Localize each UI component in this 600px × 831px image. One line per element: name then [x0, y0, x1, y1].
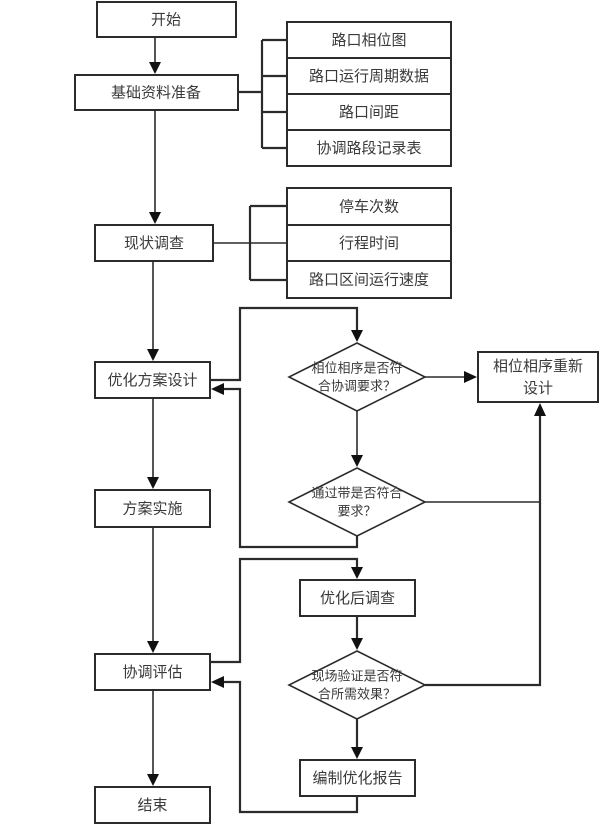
svg-text:相位相序重新: 相位相序重新 [493, 357, 583, 375]
svg-text:路口区间运行速度: 路口区间运行速度 [309, 271, 429, 289]
bracket-prepare [238, 38, 287, 150]
svg-text:协调路段记录表: 协调路段记录表 [316, 139, 421, 157]
arrow-head [351, 747, 363, 759]
node-end-label: 结束 [137, 796, 167, 814]
survey-item: 行程时间 [286, 224, 452, 262]
svg-text:编制优化报告: 编制优化报告 [312, 769, 402, 787]
arrow-head [147, 774, 159, 786]
node-implement-label: 方案实施 [122, 500, 182, 518]
prepare-item: 路口间距 [286, 93, 452, 131]
node-prepare: 基础资料准备 [74, 74, 239, 111]
bracket-survey [213, 204, 287, 282]
svg-text:路口间距: 路口间距 [339, 103, 399, 121]
arrow-head [351, 455, 363, 467]
node-redesign: 相位相序重新 设计 [477, 351, 599, 403]
svg-text:合所需效果？: 合所需效果？ [318, 688, 396, 703]
decision-band: 通过带是否符合 要求？ [287, 467, 427, 537]
node-prepare-label: 基础资料准备 [111, 84, 201, 102]
svg-text:停车次数: 停车次数 [339, 198, 399, 216]
node-survey: 现状调查 [94, 224, 214, 262]
prepare-item: 路口相位图 [286, 21, 452, 59]
node-survey-label: 现状调查 [124, 234, 184, 252]
svg-text:相位相序是否符: 相位相序是否符 [311, 361, 402, 377]
node-start-label: 开始 [151, 11, 181, 29]
node-start: 开始 [96, 1, 237, 38]
survey-item: 路口区间运行速度 [286, 260, 452, 299]
svg-text:现场验证是否符: 现场验证是否符 [311, 669, 402, 685]
node-design: 优化方案设计 [94, 361, 211, 399]
svg-text:优化后调查: 优化后调查 [320, 589, 395, 607]
prepare-items-stack: 路口相位图 路口运行周期数据 路口间距 协调路段记录表 [286, 21, 452, 167]
decision-field: 现场验证是否符 合所需效果？ [287, 650, 427, 720]
arrow-head [147, 477, 159, 489]
arrow-head [351, 638, 363, 650]
node-evaluate: 协调评估 [94, 653, 211, 691]
connector-design-decision-phase [210, 306, 359, 382]
connector-decision-field-redesign [425, 416, 542, 687]
connector-decision-band-design [224, 387, 359, 549]
node-report: 编制优化报告 [299, 759, 416, 797]
svg-text:合协调要求？: 合协调要求？ [318, 380, 396, 395]
decision-phase: 相位相序是否符 合协调要求？ [287, 342, 427, 412]
arrow-head [147, 349, 159, 361]
node-end: 结束 [94, 786, 211, 824]
node-evaluate-label: 协调评估 [122, 663, 182, 681]
survey-items-stack: 停车次数 行程时间 路口区间运行速度 [286, 187, 452, 299]
svg-text:行程时间: 行程时间 [339, 234, 399, 252]
svg-text:路口运行周期数据: 路口运行周期数据 [309, 67, 429, 85]
svg-text:要求？: 要求？ [337, 505, 376, 520]
svg-text:设计: 设计 [523, 379, 553, 397]
connector-report-evaluate [224, 680, 359, 814]
node-design-label: 优化方案设计 [107, 371, 197, 389]
connector-evaluate-post-survey [210, 557, 359, 664]
prepare-item: 路口运行周期数据 [286, 57, 452, 95]
arrow-head [149, 62, 161, 74]
arrow-head [211, 383, 224, 395]
arrow-head [351, 330, 363, 342]
svg-text:路口相位图: 路口相位图 [331, 31, 406, 49]
arrow-head [351, 567, 363, 579]
node-implement: 方案实施 [94, 489, 211, 528]
arrow-head [534, 403, 546, 416]
prepare-item: 协调路段记录表 [286, 129, 452, 167]
arrow-head [147, 641, 159, 653]
svg-text:通过带是否符合: 通过带是否符合 [311, 486, 402, 502]
arrow-head [464, 371, 477, 383]
node-post-survey: 优化后调查 [299, 579, 416, 617]
arrow-head [149, 212, 161, 224]
survey-item: 停车次数 [286, 187, 452, 226]
arrow-head [211, 676, 224, 688]
